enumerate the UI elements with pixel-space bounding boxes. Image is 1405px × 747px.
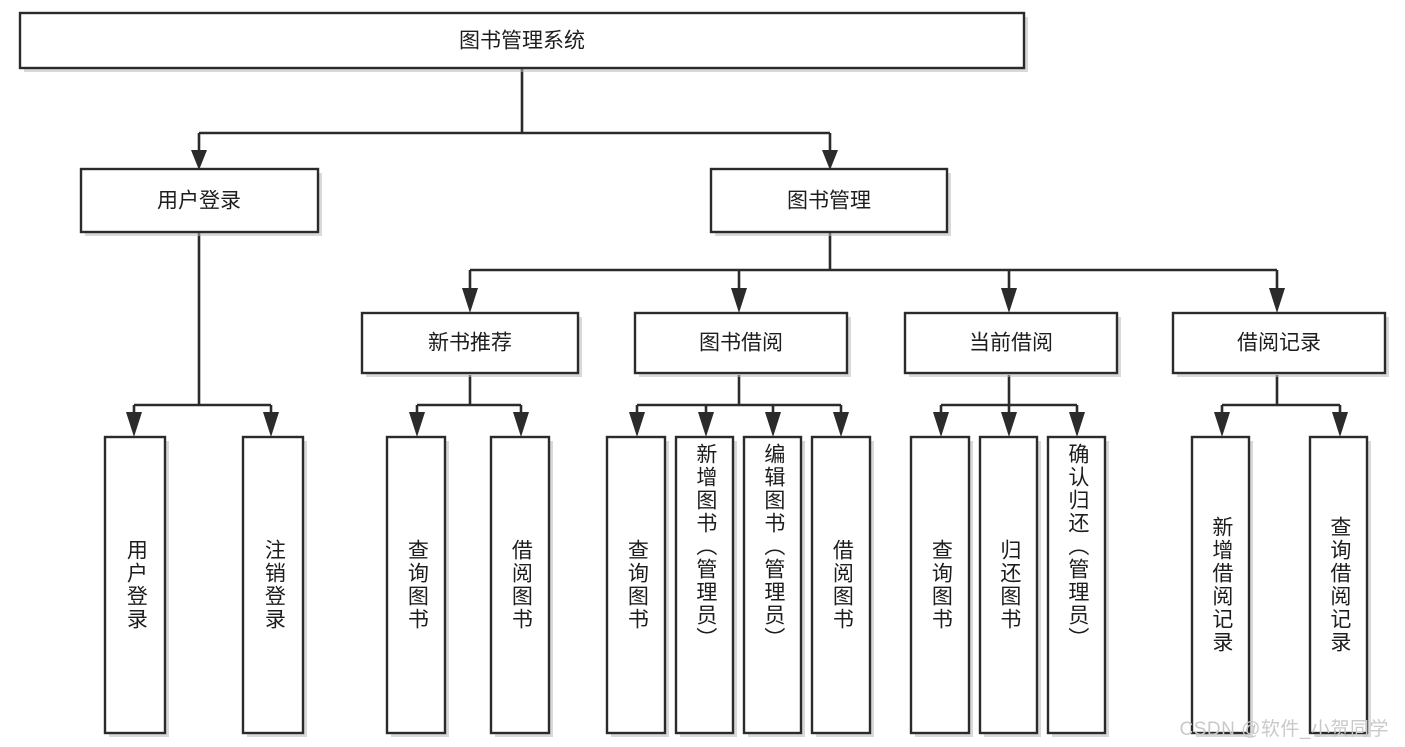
root-node-label: 图书管理系统 xyxy=(459,30,585,53)
arrowhead-leaf-confirm-return xyxy=(1069,412,1085,437)
user-login-node-box[interactable] xyxy=(79,167,320,234)
leaf-add-record-box[interactable] xyxy=(1190,435,1251,735)
leaf-query-book-2-box[interactable] xyxy=(605,435,667,735)
leaf-query-book-1-box[interactable] xyxy=(385,435,447,735)
book-manage-node-box[interactable] xyxy=(709,167,949,234)
arrowhead-book-borrow xyxy=(731,288,747,313)
leaf-user-login-box[interactable] xyxy=(103,435,167,735)
arrowhead-leaf-add-book xyxy=(698,412,714,437)
leaf-query-book-3-box[interactable] xyxy=(909,435,971,735)
arrowhead-leaf-logout xyxy=(263,412,279,437)
root-node-box[interactable] xyxy=(18,11,1026,70)
arrowhead-leaf-return-book xyxy=(1001,412,1017,437)
borrow-record-node-label: 借阅记录 xyxy=(1237,332,1321,355)
arrowhead-leaf-add-record xyxy=(1214,412,1230,437)
borrow-record-node-box[interactable] xyxy=(1171,311,1387,375)
arrowhead-leaf-query-1 xyxy=(409,412,425,437)
leaf-add-book-box[interactable] xyxy=(674,435,735,735)
leaf-logout-login-box[interactable] xyxy=(241,435,305,735)
book-manage-node-label: 图书管理 xyxy=(787,190,871,213)
arrowhead-borrow-record xyxy=(1269,288,1285,313)
book-borrow-node-label: 图书借阅 xyxy=(699,332,783,355)
leaf-confirm-return-box[interactable] xyxy=(1046,435,1107,735)
arrowhead-user-login xyxy=(191,150,207,170)
arrowhead-leaf-edit-book xyxy=(765,412,781,437)
arrowhead-leaf-query-record xyxy=(1332,412,1348,437)
user-login-node-label: 用户登录 xyxy=(157,190,241,213)
arrowhead-new-book xyxy=(462,288,478,313)
arrowhead-book-manage xyxy=(822,150,838,170)
new-book-recommend-node-label: 新书推荐 xyxy=(428,332,512,355)
watermark-text: CSDN @软件_小贺同学 xyxy=(1179,719,1389,740)
leaf-return-book-box[interactable] xyxy=(978,435,1039,735)
leaf-borrow-book-1-box[interactable] xyxy=(489,435,551,735)
node-layer: 图书管理系统 用户登录 图书管理 新书推荐 图书借阅 当前借阅 借阅记录 xyxy=(18,11,1389,737)
new-book-recommend-node-box[interactable] xyxy=(360,311,580,375)
current-borrow-node-box[interactable] xyxy=(903,311,1119,375)
leaf-edit-book-box[interactable] xyxy=(742,435,803,735)
arrowhead-leaf-borrow-2 xyxy=(833,412,849,437)
current-borrow-node-label: 当前借阅 xyxy=(969,332,1053,355)
leaf-borrow-book-2-box[interactable] xyxy=(810,435,872,735)
arrowhead-current-borrow xyxy=(1001,288,1017,313)
arrowhead-leaf-borrow-1 xyxy=(513,412,529,437)
arrowhead-leaf-query-3 xyxy=(933,412,949,437)
connector-layer xyxy=(126,68,1348,437)
leaf-query-record-box[interactable] xyxy=(1308,435,1369,735)
arrowhead-leaf-user-login xyxy=(126,412,142,437)
book-borrow-node-box[interactable] xyxy=(633,311,849,375)
arrowhead-leaf-query-2 xyxy=(629,412,645,437)
